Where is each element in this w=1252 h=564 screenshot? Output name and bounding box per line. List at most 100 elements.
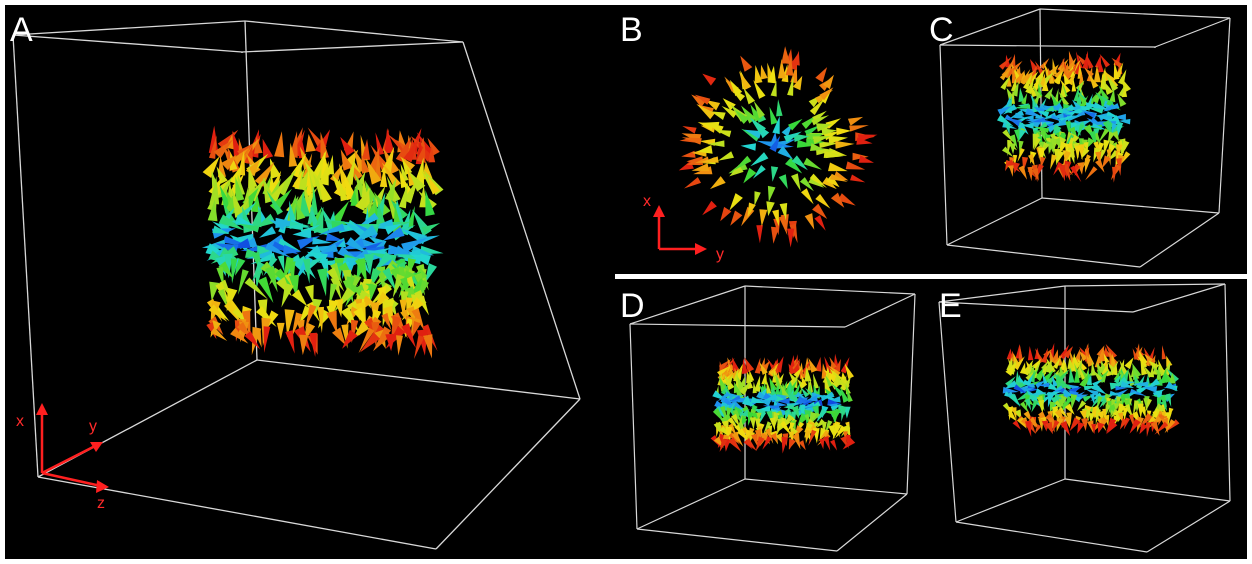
vector-glyph — [815, 194, 831, 209]
panel-a-scene: x y z — [12, 20, 581, 550]
vector-glyph — [758, 411, 767, 426]
vector-glyph — [793, 133, 810, 142]
vector-glyph — [831, 383, 845, 397]
vector-glyph — [806, 395, 818, 402]
vector-glyph — [352, 224, 378, 244]
vector-glyph — [763, 421, 772, 435]
vector-glyph — [1131, 381, 1149, 388]
panel-b: x y B — [615, 5, 925, 274]
vector-glyph — [734, 109, 750, 124]
vector-glyph — [761, 371, 768, 385]
vector-glyph — [769, 377, 778, 392]
vector-glyph — [767, 185, 776, 202]
vector-glyph — [1014, 129, 1020, 144]
vector-glyph — [1052, 358, 1061, 369]
wireframe-cube-icon — [939, 8, 1231, 268]
vector-glyph — [728, 437, 742, 452]
panel-label-b: B — [620, 11, 643, 49]
vector-glyph — [201, 239, 226, 250]
vector-glyph — [1091, 87, 1103, 104]
vector-glyph — [1017, 148, 1025, 163]
panel-label-c: C — [929, 11, 954, 49]
vector-glyph — [396, 335, 403, 356]
vector-glyph — [375, 151, 382, 179]
vector-glyph — [1117, 122, 1124, 139]
vector-glyph — [1168, 372, 1176, 384]
vector-glyph — [781, 46, 791, 64]
vector-glyph — [230, 327, 249, 344]
vector-glyph — [779, 203, 788, 221]
vector-glyph — [796, 139, 815, 148]
vector-glyph — [1142, 355, 1147, 368]
vector-glyph — [732, 357, 740, 372]
vector-glyph — [832, 374, 839, 386]
vector-glyph — [812, 373, 819, 389]
vector-glyph — [797, 379, 807, 390]
vector-glyph — [251, 326, 262, 356]
vector-glyph — [750, 396, 765, 404]
vector-glyph — [1113, 373, 1122, 384]
vector-glyph — [1037, 147, 1045, 166]
vector-glyph — [1047, 391, 1055, 408]
vector-glyph — [835, 140, 855, 149]
vector-glyph — [758, 399, 771, 407]
vector-glyph — [850, 174, 866, 183]
vector-glyph — [720, 206, 732, 222]
vector-glyph — [401, 158, 413, 175]
vector-glyph — [370, 144, 389, 171]
vector-glyph — [808, 429, 817, 446]
vector-glyph — [365, 158, 382, 185]
vector-glyph — [1079, 350, 1088, 362]
vector-glyph — [808, 358, 818, 373]
vector-glyph — [416, 144, 426, 163]
vector-glyph — [702, 200, 717, 216]
vector-glyph — [787, 76, 794, 96]
panel-label-a: A — [10, 11, 33, 49]
vector-glyph — [1035, 371, 1045, 382]
vector-glyph — [776, 374, 782, 390]
vector-glyph — [753, 100, 765, 119]
vector-glyph — [1018, 87, 1025, 102]
vector-glyph — [1018, 128, 1026, 142]
vector-glyph — [1105, 404, 1111, 418]
vector-glyph — [754, 357, 761, 374]
axis-label-y: y — [89, 418, 97, 435]
vector-glyph — [1013, 384, 1029, 395]
vector-glyph — [783, 131, 802, 143]
vector-glyph — [1007, 117, 1023, 127]
vector-glyph — [1041, 360, 1049, 371]
vector-glyph — [221, 154, 237, 171]
vector-glyph — [237, 223, 260, 233]
vector-glyph — [844, 363, 854, 379]
vector-glyph — [1088, 413, 1095, 424]
vector-glyph — [385, 333, 396, 352]
vector-glyph — [360, 332, 381, 353]
vector-glyph — [1135, 375, 1145, 390]
vector-glyph — [282, 244, 302, 255]
vector-glyph — [1050, 138, 1057, 155]
vector-glyph — [772, 209, 779, 227]
vector-glyph — [1008, 165, 1014, 177]
vector-glyph — [229, 151, 238, 171]
vector-glyph — [819, 438, 825, 450]
vector-glyph — [1054, 400, 1063, 410]
vector-glyph — [276, 322, 285, 340]
vector-glyph — [411, 321, 421, 339]
vector-glyph — [811, 115, 830, 126]
vector-glyph — [744, 129, 762, 139]
vector-glyph — [248, 172, 257, 194]
vector-glyph — [1087, 420, 1094, 434]
vector-glyph — [330, 276, 342, 302]
vector-glyph — [812, 135, 831, 144]
vector-glyph — [1089, 393, 1095, 406]
vector-glyph — [714, 129, 732, 138]
vector-glyph — [823, 436, 831, 451]
vector-glyph — [1077, 54, 1087, 65]
vector-glyph — [1085, 53, 1094, 69]
vector-glyph — [218, 214, 245, 231]
vector-glyph — [1050, 114, 1063, 122]
vector-glyph — [779, 420, 792, 436]
vector-glyph — [840, 386, 849, 403]
vector-glyph — [1044, 87, 1054, 100]
vector-glyph — [1146, 422, 1151, 437]
